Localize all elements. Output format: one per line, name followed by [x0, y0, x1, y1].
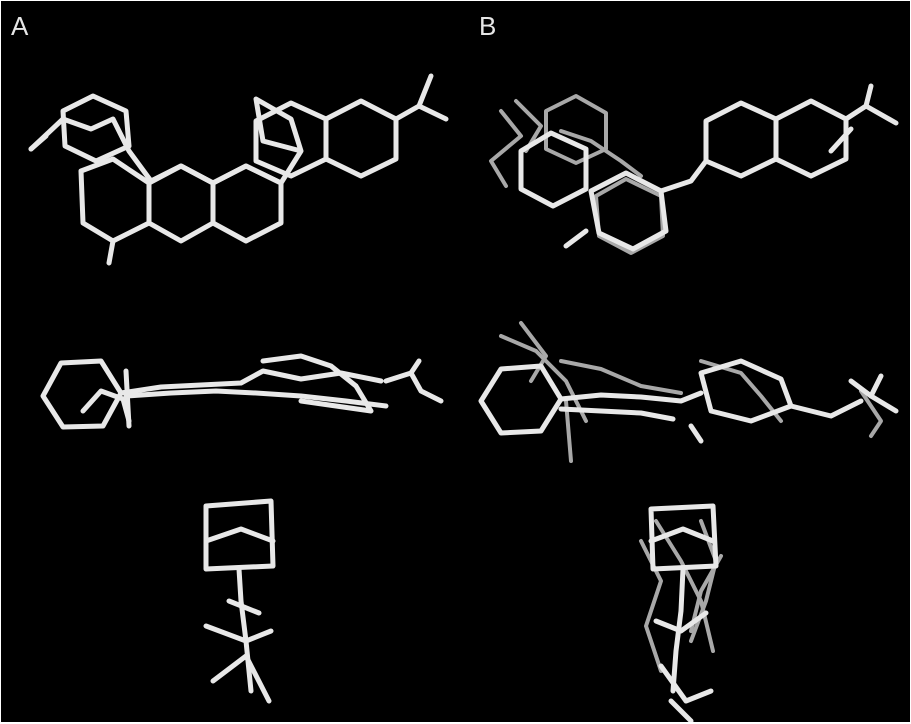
- panel-a-top-view: [28, 73, 449, 266]
- bond-path: [416, 103, 449, 122]
- ring: [698, 358, 794, 424]
- bond-path: [499, 334, 588, 423]
- ring: [478, 363, 564, 436]
- bond-path: [260, 353, 374, 414]
- panel-a-side-view: [40, 353, 444, 430]
- bond-path: [203, 623, 274, 644]
- ring: [588, 170, 669, 252]
- bond-path: [563, 228, 589, 249]
- bond-path: [658, 663, 714, 704]
- bond-path: [226, 598, 262, 616]
- bond-path: [106, 238, 116, 266]
- ring: [60, 93, 132, 164]
- bond-path: [653, 610, 709, 634]
- bond-path: [28, 133, 49, 152]
- bond-path: [658, 158, 709, 194]
- bond-path: [123, 368, 132, 429]
- ring: [648, 503, 719, 572]
- bond-path: [393, 73, 434, 122]
- ring: [323, 98, 399, 179]
- ring: [210, 163, 284, 244]
- ring: [78, 156, 152, 244]
- bond-path: [843, 83, 874, 122]
- ring: [146, 163, 216, 244]
- panel-b-top-view-main: [518, 83, 899, 252]
- bond-path: [210, 653, 272, 704]
- bond-path: [383, 370, 444, 404]
- bond-path: [559, 129, 643, 178]
- panel-label-a: A: [11, 11, 29, 41]
- bond-path: [688, 423, 704, 444]
- bond-path: [648, 526, 716, 544]
- bond-path: [558, 406, 676, 422]
- bond-path: [559, 359, 683, 395]
- bond-path: [558, 390, 704, 404]
- panel-b-end-view-main: [648, 503, 719, 722]
- bond-path: [788, 398, 864, 419]
- bond-path: [123, 388, 389, 409]
- panel-label-b: B: [479, 11, 497, 41]
- ring: [773, 98, 849, 179]
- bond-path: [828, 126, 854, 154]
- bond-path: [654, 519, 715, 653]
- panel-a-end-view: [203, 498, 276, 704]
- bond-path: [868, 373, 884, 399]
- bond-path: [236, 566, 254, 694]
- bond-path: [203, 526, 276, 544]
- panel-b-side-view-main: [478, 358, 899, 444]
- ring: [703, 100, 779, 179]
- ring: [544, 94, 608, 165]
- ring: [203, 498, 276, 572]
- bond-path: [519, 321, 548, 383]
- panel-b-top-view: [489, 94, 665, 255]
- bond-path: [859, 389, 883, 438]
- ring: [594, 177, 665, 255]
- bond-path: [489, 109, 523, 188]
- bond-path: [668, 698, 694, 722]
- bond-path: [863, 103, 899, 126]
- ring: [518, 130, 589, 209]
- bond-path: [118, 368, 384, 396]
- bond-path: [408, 358, 422, 376]
